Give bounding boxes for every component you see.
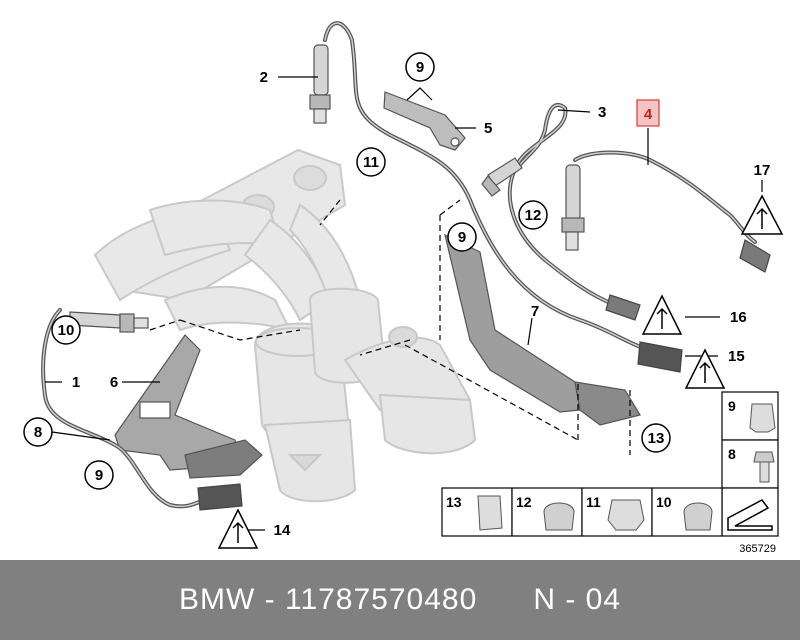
- footer-brand: BMW: [178, 583, 256, 616]
- oxygen-sensor-10: [69, 311, 149, 333]
- box-label: 10: [656, 494, 672, 510]
- callout-9-top: 9: [405, 52, 435, 82]
- footer-gap: [477, 583, 533, 617]
- box-label: 13: [446, 494, 462, 510]
- callout-8: 8: [23, 417, 53, 447]
- callout-3: 3: [598, 104, 606, 121]
- callout-7: 7: [531, 303, 539, 320]
- callout-17: 17: [754, 162, 771, 179]
- callout-1: 1: [72, 374, 80, 391]
- diagram-reference-number: 365729: [739, 543, 776, 555]
- parts-box-9: 9: [721, 391, 779, 441]
- parts-box-11: 11: [581, 487, 653, 537]
- callout-label: 11: [363, 154, 379, 171]
- box-label: 11: [586, 494, 601, 510]
- leader-lines: [45, 76, 763, 531]
- heat-shield-bracket: [383, 91, 466, 151]
- callout-6: 6: [110, 374, 118, 391]
- parts-box-8: 8: [721, 439, 779, 489]
- callout-label: 9: [416, 59, 424, 76]
- warning-triangle-15: [684, 348, 726, 389]
- box-label: 12: [516, 494, 532, 510]
- parts-box-10: 10: [651, 487, 723, 537]
- callout-11: 11: [356, 147, 386, 177]
- callout-9-mid: 9: [447, 222, 477, 252]
- footer-sep-1: -: [255, 583, 285, 616]
- callout-14: 14: [274, 522, 291, 539]
- connectors: [197, 239, 771, 511]
- warning-triangle-14: [217, 508, 259, 549]
- oxygen-sensor-4: [561, 164, 585, 251]
- parts-diagram: 9 11 12 9 10 8 9 13 2 3 5 1 6 7 16 15 14…: [23, 21, 784, 555]
- callout-label: 12: [525, 207, 542, 224]
- callout-10: 10: [51, 315, 81, 345]
- oxygen-sensor-3: [481, 157, 523, 197]
- sensor-bracket-left: [114, 334, 263, 479]
- callout-16: 16: [730, 309, 747, 326]
- catalytic-converter: [253, 287, 477, 503]
- sensor-bracket-center: [444, 233, 641, 426]
- callout-13: 13: [641, 423, 671, 453]
- sensor-cables-inner: [42, 22, 756, 508]
- callout-label: 10: [58, 322, 75, 339]
- parts-box-12: 12: [511, 487, 583, 537]
- callout-label: 4: [644, 106, 653, 123]
- callout-2: 2: [260, 69, 268, 86]
- callout-label: 9: [95, 467, 103, 484]
- parts-box-arrow: [721, 487, 779, 537]
- callout-5: 5: [484, 120, 492, 137]
- warning-triangle-16: [641, 294, 683, 335]
- box-label: 9: [728, 398, 736, 414]
- oxygen-sensor-2: [309, 44, 331, 124]
- callout-label: 13: [648, 430, 665, 447]
- callout-label: 9: [458, 229, 466, 246]
- callout-9-bottom: 9: [84, 460, 114, 490]
- assembly-lines: [149, 199, 631, 455]
- callout-15: 15: [728, 348, 745, 365]
- footer-page: N - 04: [533, 583, 622, 616]
- callout-4-highlighted: 4: [636, 99, 660, 127]
- part-number-footer: BMW - 11787570480 N - 04: [0, 560, 800, 640]
- parts-box-13: 13: [441, 487, 513, 537]
- footer-part-number: 11787570480: [284, 583, 478, 616]
- callout-12: 12: [518, 200, 548, 230]
- warning-triangle-17: [740, 194, 784, 235]
- callout-label: 8: [34, 424, 42, 441]
- box-label: 8: [728, 446, 736, 462]
